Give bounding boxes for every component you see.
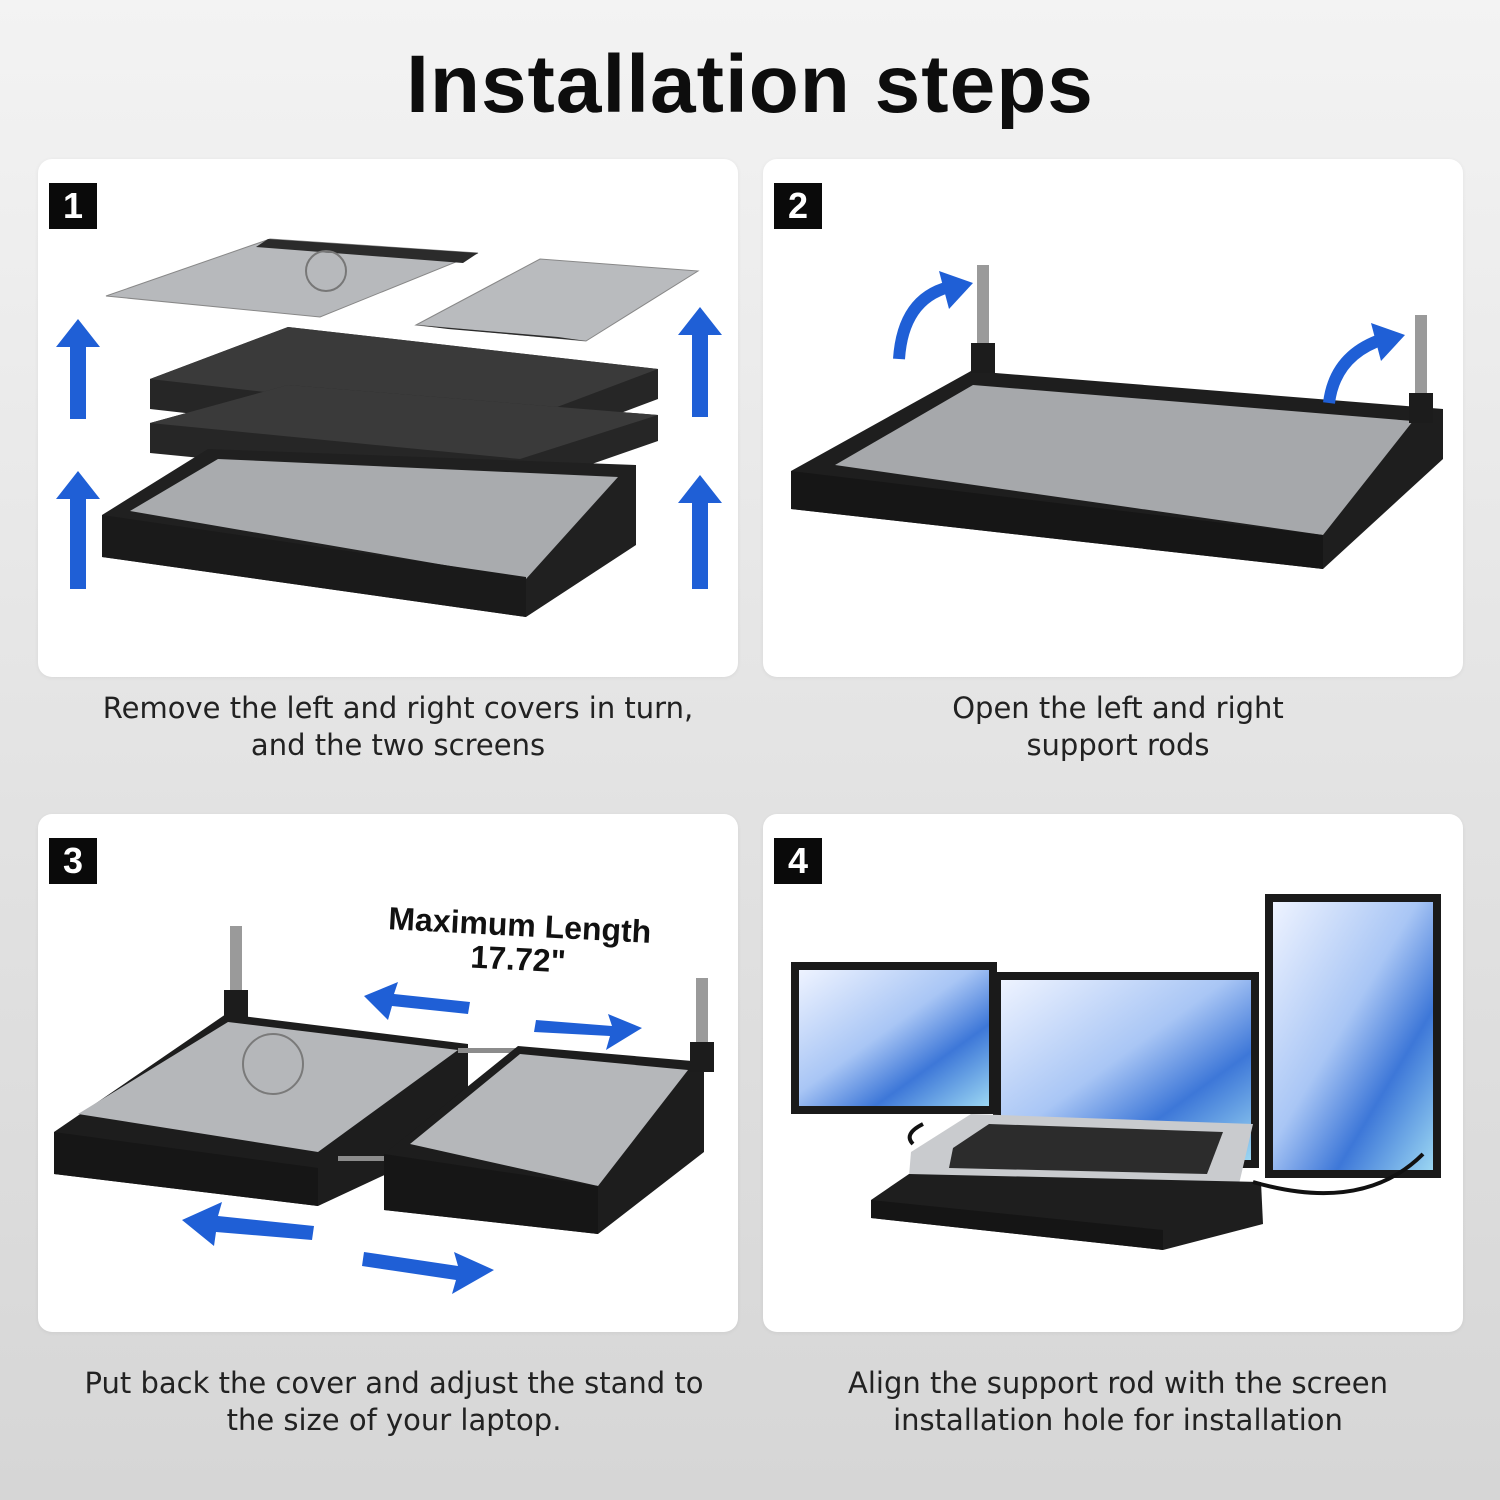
step-4-caption: Align the support rod with the screen in… (768, 1365, 1468, 1439)
step-3-panel: 3 Maximum Length 17.72" (38, 814, 738, 1332)
caption-line: support rods (1026, 728, 1210, 762)
step-1-caption: Remove the left and right covers in turn… (48, 690, 748, 764)
step-3-illustration (54, 926, 714, 1294)
step-number-badge: 4 (774, 838, 822, 884)
caption-line: Remove the left and right covers in turn… (102, 691, 694, 725)
step-2-panel: 2 (763, 159, 1463, 677)
caption-line: Put back the cover and adjust the stand … (84, 1366, 704, 1400)
caption-line: Open the left and right (952, 691, 1284, 725)
step-2-illustration (791, 265, 1443, 569)
page-title: Installation steps (406, 39, 1094, 130)
step-2-caption: Open the left and right support rods (768, 690, 1468, 764)
step-3-caption: Put back the cover and adjust the stand … (44, 1365, 744, 1439)
caption-line: installation hole for installation (893, 1403, 1343, 1437)
up-arrow-icon (56, 307, 722, 589)
step-4-panel: 4 (763, 814, 1463, 1332)
caption-line: and the two screens (250, 728, 546, 762)
step-number-badge: 1 (49, 183, 97, 229)
caption-line: the size of your laptop. (226, 1403, 562, 1437)
step-1-illustration (56, 238, 722, 617)
step-1-panel: 1 (38, 159, 738, 677)
step-number-badge: 2 (774, 183, 822, 229)
arrow-icon (182, 982, 642, 1294)
caption-line: Align the support rod with the screen (848, 1366, 1388, 1400)
step-4-illustration (791, 894, 1441, 1250)
step-number-badge: 3 (49, 838, 97, 884)
curved-arrow-icon (893, 281, 1386, 404)
